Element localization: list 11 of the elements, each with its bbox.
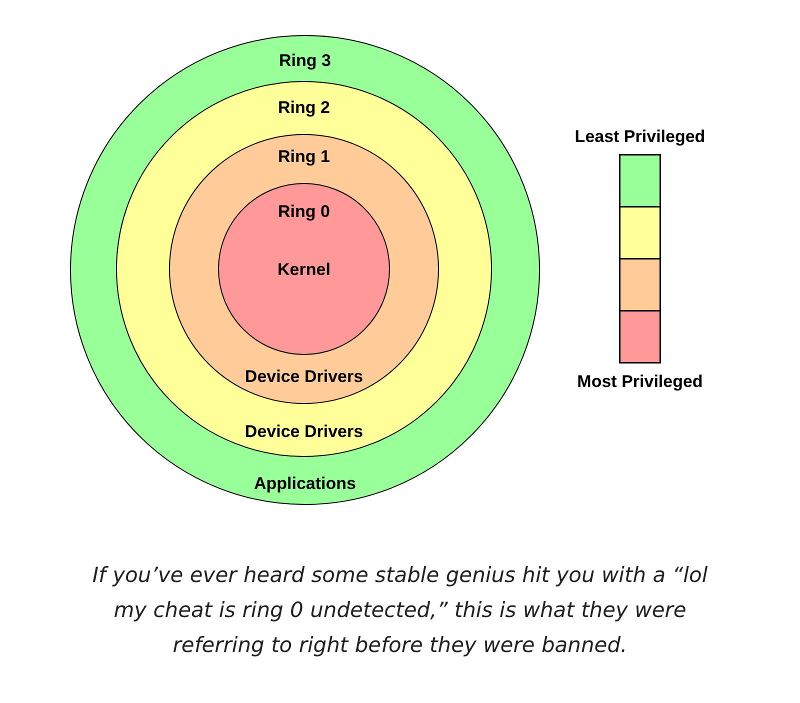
ring-label: Ring 0: [278, 202, 330, 222]
scale-label: Most Privileged: [577, 372, 703, 392]
ring-label: Device Drivers: [244, 367, 364, 387]
ring-label: Kernel: [278, 260, 330, 280]
ring-label: Ring 2: [278, 98, 330, 118]
ring-label: Ring 1: [278, 147, 330, 167]
caption: If you’ve ever heard some stable genius hit you with a “lol my cheat is ring 0 undetected,” this is what they were referring to right before they were banned.: [91, 562, 709, 659]
ring-label: Applications: [254, 474, 356, 494]
scale-label: Least Privileged: [574, 127, 706, 147]
ring-label: Device Drivers: [244, 422, 364, 442]
ring-label: Ring 3: [279, 51, 331, 71]
